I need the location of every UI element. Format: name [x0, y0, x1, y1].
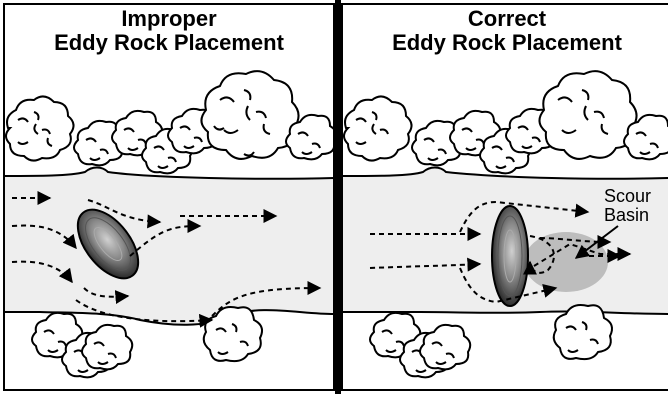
- improper-title-line1: Improper: [4, 7, 334, 31]
- improper-panel-title: Improper Eddy Rock Placement: [4, 7, 334, 55]
- large-tree-icon: [201, 71, 298, 159]
- river-water: [0, 168, 334, 325]
- correct-title-line1: Correct: [342, 7, 668, 31]
- shrub-icon: [420, 325, 470, 369]
- improper-title-line2: Eddy Rock Placement: [4, 31, 334, 55]
- shrub-icon: [344, 96, 412, 160]
- correct-title-line2: Eddy Rock Placement: [342, 31, 668, 55]
- correct-panel-title: Correct Eddy Rock Placement: [342, 7, 668, 55]
- shrub-icon: [82, 325, 132, 369]
- scour-label-line1: Scour: [604, 187, 651, 206]
- large-tree-icon: [539, 71, 636, 159]
- shrub-icon: [554, 305, 612, 359]
- shrub-icon: [6, 96, 74, 160]
- scour-label-line2: Basin: [604, 206, 651, 225]
- improper-panel: [0, 71, 336, 377]
- scour-basin-label: Scour Basin: [604, 187, 651, 225]
- eddy-rock: [492, 206, 528, 306]
